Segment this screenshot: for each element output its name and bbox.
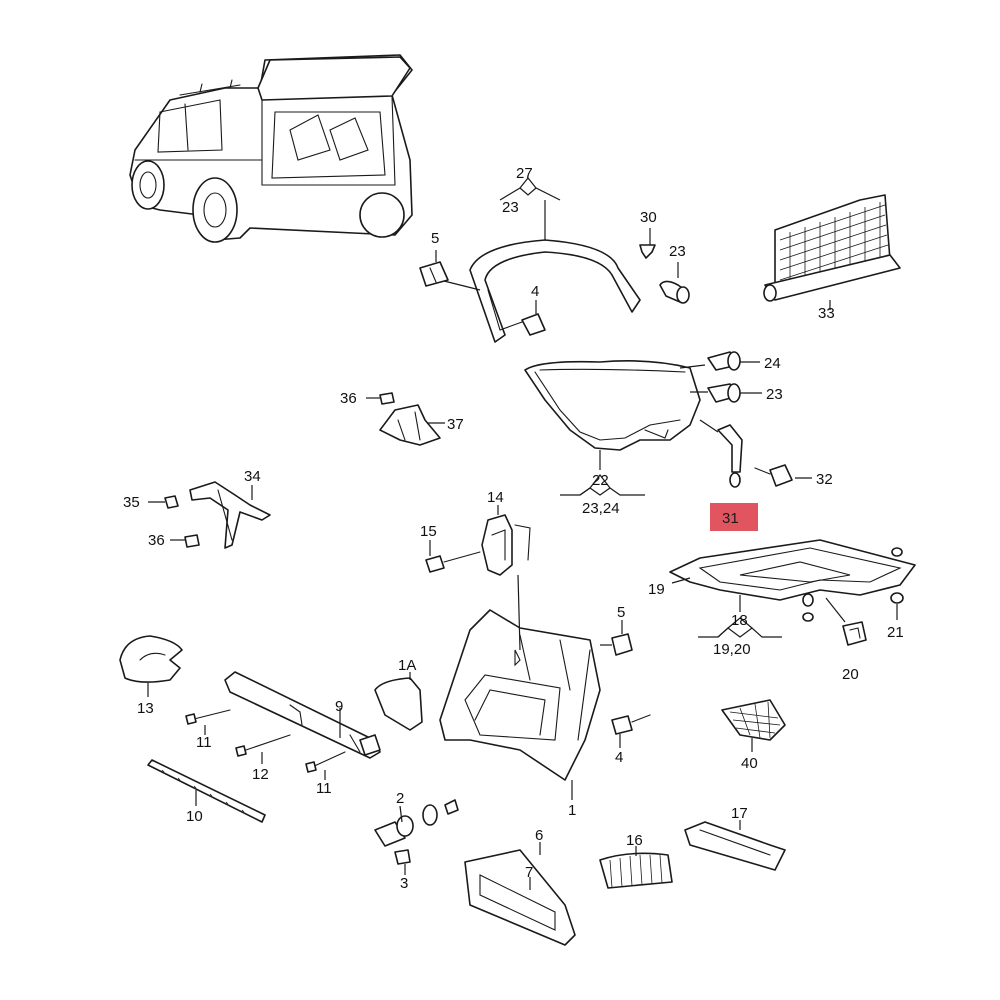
part-10-strip xyxy=(147,759,266,823)
part-30-pin xyxy=(639,228,656,259)
callout-16: 16 xyxy=(626,832,643,849)
part-20-clip xyxy=(825,597,867,646)
part-32-screw xyxy=(754,464,812,487)
part-4-screw-mid xyxy=(611,714,651,748)
part-15-screw xyxy=(425,540,481,573)
part-18-floor-panel xyxy=(669,539,916,638)
part-17-trim-strip xyxy=(684,820,786,871)
callout-5-mid: 5 xyxy=(617,604,625,621)
part-27-trim-frame xyxy=(439,177,641,343)
callout-10: 10 xyxy=(186,808,203,825)
callout-32: 32 xyxy=(816,471,833,488)
part-5-clip-mid xyxy=(600,620,633,656)
callout-22: 22 xyxy=(592,472,609,489)
callout-23-right: 23 xyxy=(766,386,783,403)
part-22-trim-panel xyxy=(524,360,706,496)
callout-36-top: 36 xyxy=(340,390,357,407)
part-11-bolt-left xyxy=(185,709,231,735)
highlight-box-31 xyxy=(710,503,758,531)
part-24-plug xyxy=(707,351,760,371)
callout-2: 2 xyxy=(396,790,404,807)
part-1-side-trim xyxy=(439,574,601,800)
part-36-nut-top xyxy=(366,392,395,405)
callout-30: 30 xyxy=(640,209,657,226)
callout-6: 6 xyxy=(535,827,543,844)
callout-23-center: 23 xyxy=(669,243,686,260)
part-23-plug-right xyxy=(690,383,762,403)
callout-23-top: 23 xyxy=(502,199,519,216)
part-6-side-panel xyxy=(464,842,576,946)
callout-20: 20 xyxy=(842,666,859,683)
callout-12: 12 xyxy=(252,766,269,783)
callout-33: 33 xyxy=(818,305,835,322)
callout-1: 1 xyxy=(568,802,576,819)
callout-36-left: 36 xyxy=(148,532,165,549)
part-5-clip-top xyxy=(419,250,449,287)
part-2-fastener xyxy=(374,799,459,847)
callout-13: 13 xyxy=(137,700,154,717)
part-9-support-bar xyxy=(224,671,381,759)
callout-40: 40 xyxy=(741,755,758,772)
callout-31[interactable]: 31 xyxy=(722,510,739,527)
part-13-clamp xyxy=(119,635,183,697)
callout-21: 21 xyxy=(887,624,904,641)
callout-27: 27 xyxy=(516,165,533,182)
callout-17: 17 xyxy=(731,805,748,822)
callout-7: 7 xyxy=(525,864,533,881)
callout-14: 14 xyxy=(487,489,504,506)
callout-23-24: 23,24 xyxy=(582,500,620,517)
part-14-clip xyxy=(481,505,531,576)
part-33-luggage-net xyxy=(763,194,901,310)
part-37-bracket xyxy=(379,404,445,446)
part-36-nut-left xyxy=(170,534,200,548)
callout-19-20: 19,20 xyxy=(713,641,751,658)
part-31-bracket[interactable] xyxy=(699,419,743,488)
part-23-plug-top xyxy=(659,262,690,304)
callout-34: 34 xyxy=(244,468,261,485)
callout-35: 35 xyxy=(123,494,140,511)
callout-37: 37 xyxy=(447,416,464,433)
callout-15: 15 xyxy=(420,523,437,540)
part-1a-panel-cover xyxy=(374,672,423,731)
part-16-grille xyxy=(599,846,673,889)
part-12-bolt xyxy=(235,734,291,764)
callout-24: 24 xyxy=(764,355,781,372)
callout-9: 9 xyxy=(335,698,343,715)
callout-labels: 27 23 5 4 30 23 33 24 23 36 37 32 22 23,… xyxy=(123,165,904,892)
callout-5-top: 5 xyxy=(431,230,439,247)
part-35-screw xyxy=(148,495,179,509)
callout-4-top: 4 xyxy=(531,283,539,300)
callout-11-left: 11 xyxy=(196,734,212,751)
callout-1a: 1A xyxy=(398,657,416,674)
vehicle-illustration xyxy=(129,54,413,243)
callout-4-mid: 4 xyxy=(615,749,623,766)
part-11-bolt-right xyxy=(305,751,346,780)
part-4-screw-top xyxy=(499,300,546,336)
part-34-bracket xyxy=(189,481,271,549)
part-40-net xyxy=(721,699,786,752)
callout-11-right: 11 xyxy=(316,780,332,797)
callout-19: 19 xyxy=(648,581,665,598)
part-3-screw xyxy=(394,849,411,875)
callout-18: 18 xyxy=(731,612,748,629)
callout-3: 3 xyxy=(400,875,408,892)
part-21-grommet xyxy=(890,547,904,620)
